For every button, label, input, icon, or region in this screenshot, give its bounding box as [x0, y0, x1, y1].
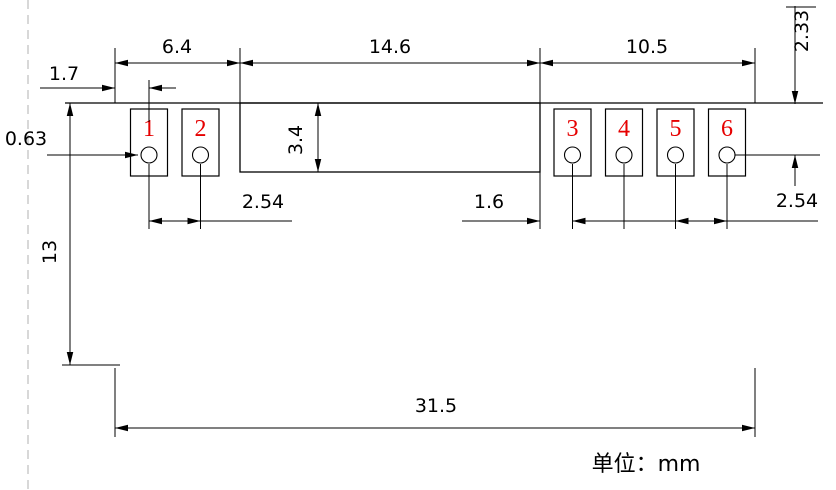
- pad-1-number: 1: [143, 116, 155, 142]
- extension-lines: [114, 6, 820, 437]
- dim-right-pad-pitch: 2.54: [776, 190, 818, 212]
- pad-1-hole: [140, 146, 158, 164]
- dimension-labels: 6.4 14.6 10.5 1.7 0.63 13 3.4 2.54 1.6 2…: [5, 10, 818, 477]
- middle-component-outline: [239, 102, 541, 173]
- pad-4-hole: [615, 146, 633, 164]
- dim-hole-diameter: 0.63: [5, 128, 47, 150]
- dim-total-width: 31.5: [415, 395, 457, 417]
- dim-left-block-width: 6.4: [162, 36, 192, 58]
- pad-6-hole: [718, 146, 736, 164]
- dim-middle-width: 14.6: [369, 36, 411, 58]
- pad-5-number: 5: [670, 116, 682, 142]
- part-outline: [62, 102, 823, 366]
- dim-left-pad-pitch: 2.54: [242, 191, 284, 213]
- pad-3-number: 3: [567, 116, 579, 142]
- dim-middle-height: 3.4: [285, 125, 307, 155]
- pad-3-hole: [563, 146, 582, 164]
- dim-board-height: 13: [39, 240, 61, 264]
- pad-6-number: 6: [721, 116, 733, 142]
- dim-pad-top-offset: 2.33: [791, 10, 813, 52]
- pad-2-hole: [191, 146, 210, 164]
- dim-middle-to-pad3-gap: 1.6: [474, 191, 504, 213]
- dim-pin1-offset: 1.7: [49, 63, 79, 85]
- pads: 1 2 3 4 5 6: [129, 108, 747, 177]
- dimension-lines: [40, 6, 818, 432]
- dim-right-block-width: 10.5: [626, 36, 668, 58]
- pad-2-number: 2: [195, 116, 207, 142]
- pad-4-number: 4: [618, 116, 630, 142]
- pad-5-hole: [666, 146, 685, 164]
- unit-label: 单位：mm: [592, 452, 701, 477]
